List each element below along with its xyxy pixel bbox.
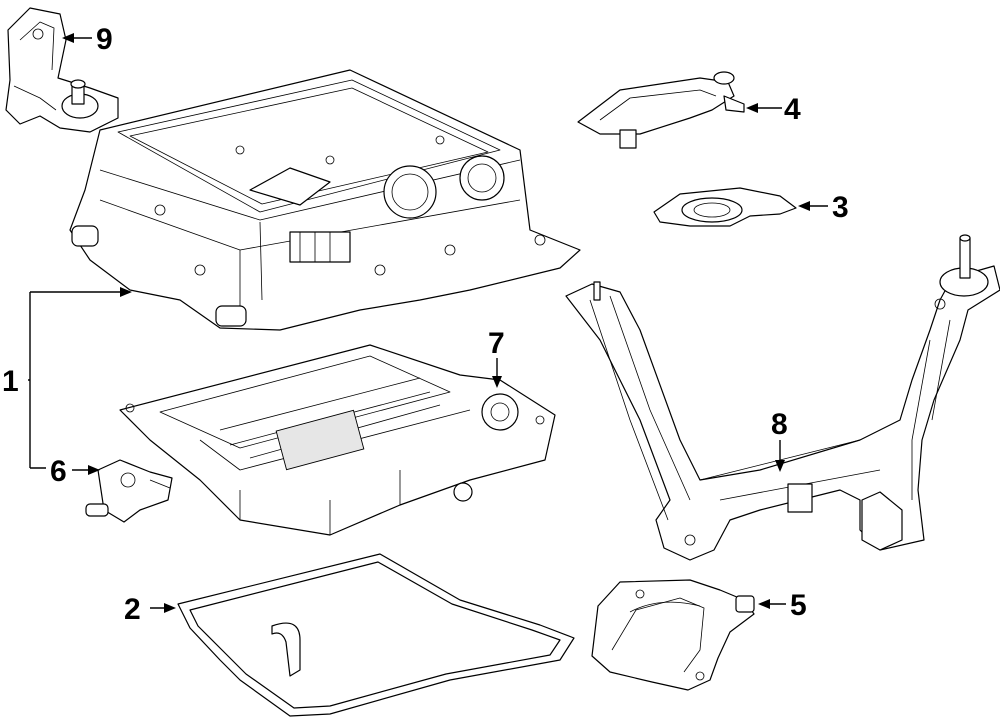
callout-leaders [28,33,828,613]
part-7-lower-plate [119,344,556,536]
callout-6: 6 [50,455,67,488]
callout-9: 9 [96,23,113,56]
part-5-bracket [591,579,755,691]
callout-8: 8 [771,408,788,441]
part-4-cover [577,71,745,149]
callout-2: 2 [124,593,141,626]
part-6-sensor [85,459,173,523]
part-8-support-frame [565,234,1000,561]
callout-4: 4 [784,93,801,126]
part-3-bracket [653,187,797,227]
callout-3: 3 [832,191,849,224]
part-1-inverter-housing [69,69,581,331]
part-9-bracket [5,7,119,133]
callout-1: 1 [2,365,19,398]
callout-5: 5 [790,589,807,622]
part-2-gasket [177,553,575,717]
callout-7: 7 [488,327,505,360]
